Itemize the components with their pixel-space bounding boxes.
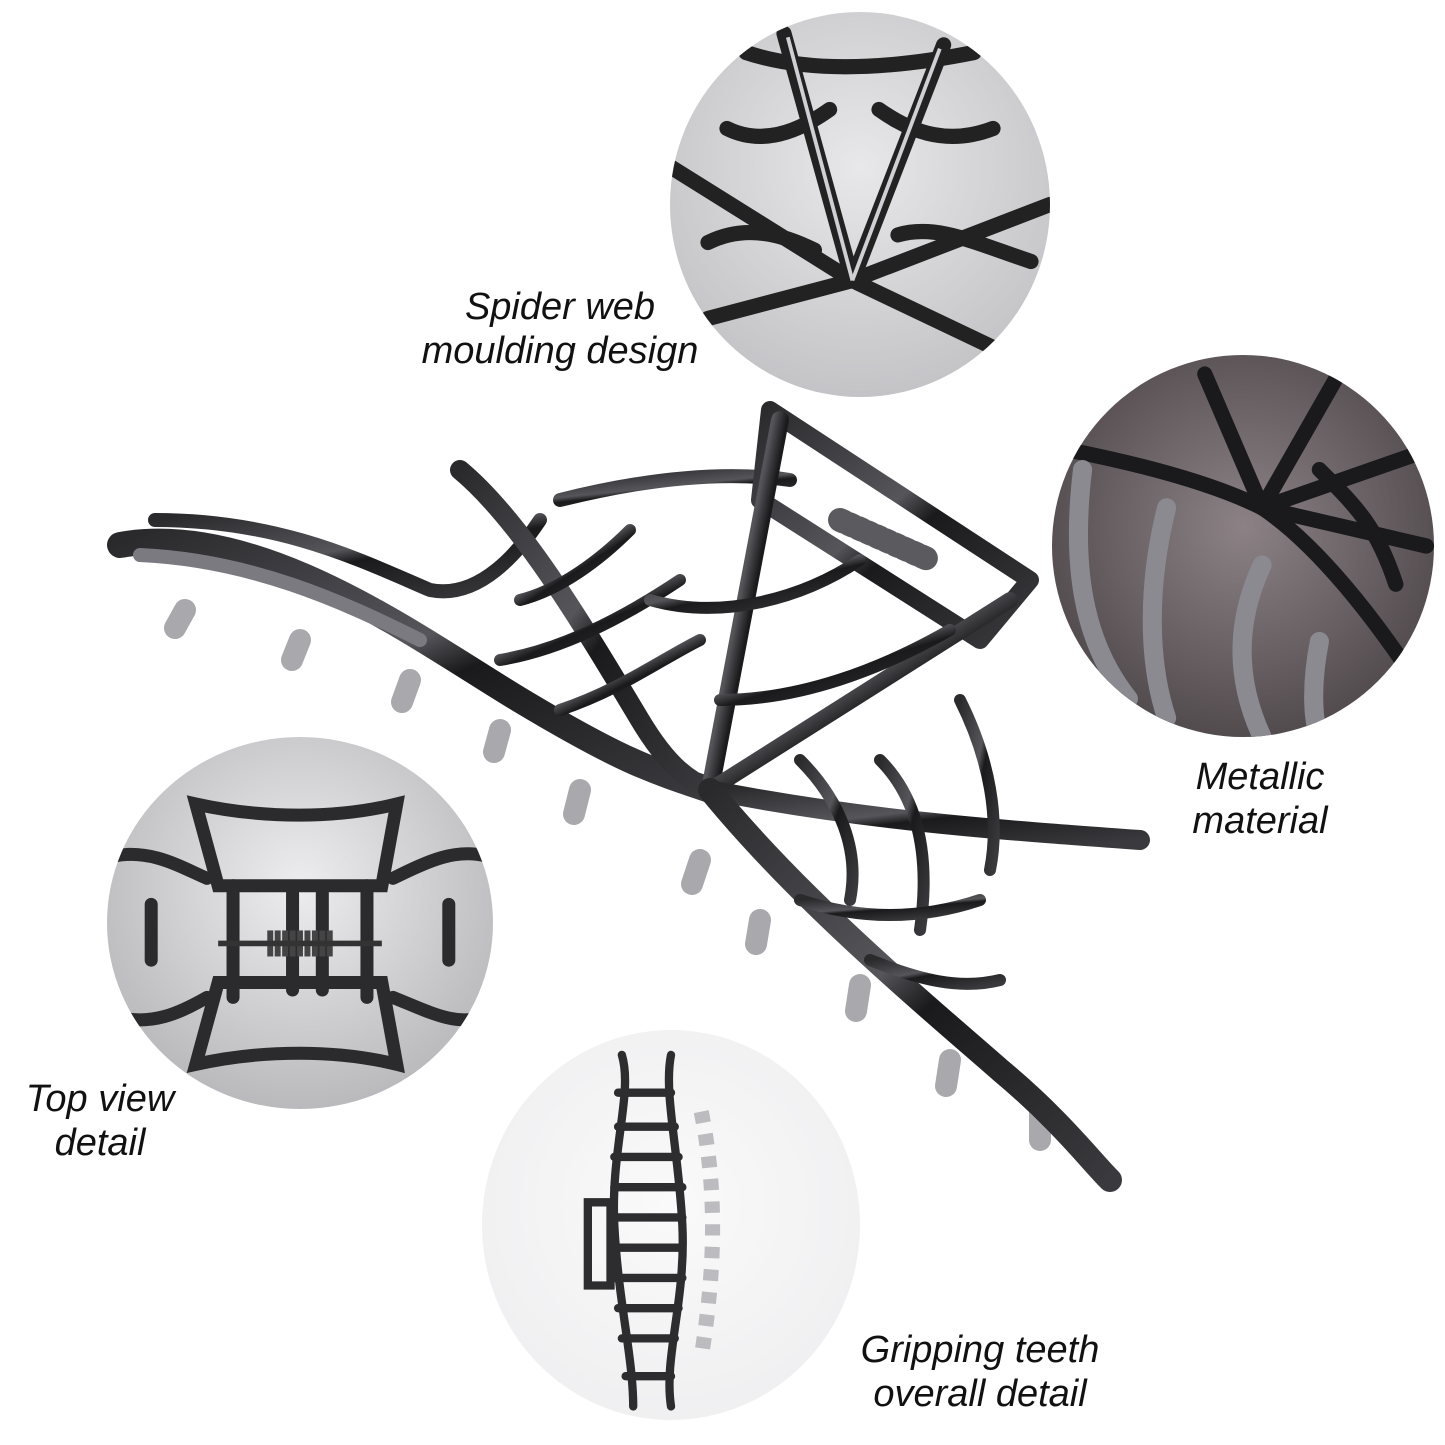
callout-spider-web-caption: Spider web moulding design — [380, 285, 740, 373]
caption-line: Metallic — [1195, 756, 1325, 798]
spider-web-detail-image — [670, 12, 1050, 397]
caption-line: overall detail — [873, 1373, 1087, 1415]
metallic-material-detail-image — [1052, 355, 1434, 737]
caption-line: detail — [54, 1122, 146, 1164]
caption-line: Top view — [25, 1078, 175, 1120]
caption-line: Spider web — [464, 286, 656, 328]
caption-line: material — [1192, 800, 1328, 842]
callout-gripping-teeth-caption: Gripping teeth overall detail — [815, 1328, 1145, 1416]
gripping-teeth-detail-image — [482, 1030, 860, 1420]
callout-top-view-caption: Top view detail — [0, 1077, 200, 1165]
caption-line: moulding design — [421, 330, 699, 372]
caption-line: Gripping teeth — [860, 1329, 1100, 1371]
callout-metallic-caption: Metallic material — [1150, 755, 1370, 843]
top-view-detail-image — [107, 737, 493, 1109]
